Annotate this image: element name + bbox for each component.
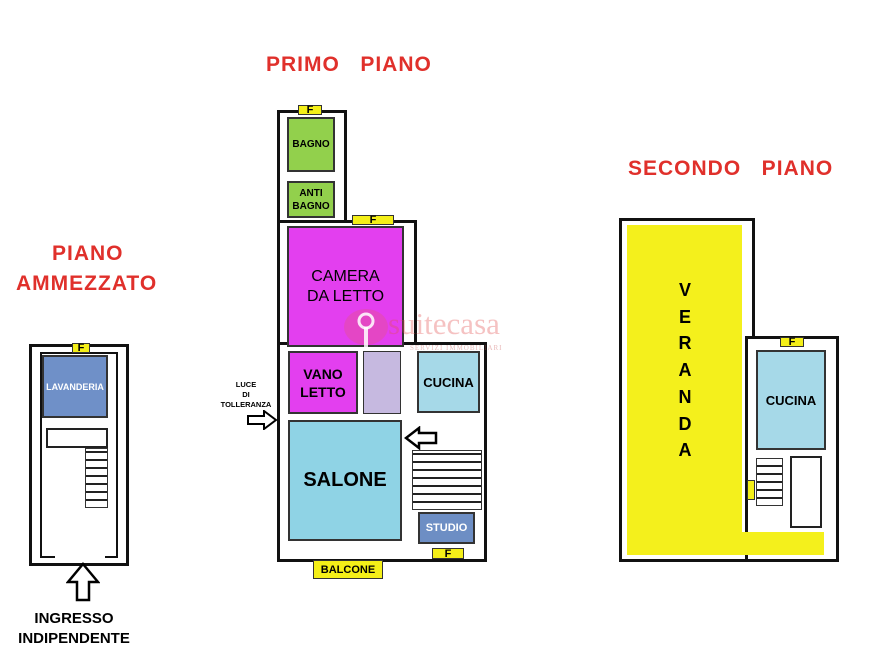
room-cucina-primo-label: CUCINA bbox=[423, 374, 474, 390]
room-cucina-secondo: CUCINA bbox=[756, 350, 826, 450]
room-vano-letto-label: VANO LETTO bbox=[300, 365, 346, 400]
ammezzato-door-opening bbox=[55, 556, 105, 562]
stairs-secondo bbox=[756, 458, 783, 506]
corridor-primo bbox=[363, 351, 401, 414]
title-primo-piano: PRIMO PIANO bbox=[266, 53, 432, 76]
ammezzato-stair-landing bbox=[46, 428, 108, 448]
stairs-primo bbox=[412, 450, 482, 510]
title-piano-ammezzato-line1: PIANO bbox=[52, 242, 124, 265]
room-veranda bbox=[627, 225, 742, 555]
room-lavanderia: LAVANDERIA bbox=[42, 355, 108, 418]
window-mark-lavanderia: F bbox=[72, 342, 90, 354]
ingresso-label: INGRESSO INDIPENDENTE bbox=[18, 610, 130, 647]
balcone: BALCONE bbox=[313, 560, 383, 579]
watermark-key-icon bbox=[344, 309, 388, 347]
room-antibagno-label: ANTI BAGNO bbox=[292, 187, 330, 212]
ingresso-arrow-icon bbox=[66, 562, 100, 602]
watermark-brand: suitecasa bbox=[388, 306, 500, 341]
room-bagno-label: BAGNO bbox=[292, 139, 330, 150]
luce-arrow-icon bbox=[247, 410, 278, 430]
balcone-label: BALCONE bbox=[320, 563, 376, 576]
room-studio: STUDIO bbox=[418, 512, 475, 544]
room-veranda-label: V E R A N D A bbox=[678, 280, 692, 461]
stairs-ammezzato bbox=[85, 448, 108, 508]
room-cucina-primo: CUCINA bbox=[417, 351, 480, 413]
room-cucina-secondo-label: CUCINA bbox=[765, 392, 817, 408]
window-mark-veranda-side bbox=[747, 480, 755, 500]
room-camera-da-letto: CAMERA DA LETTO bbox=[287, 226, 404, 347]
window-mark-cucina-secondo: F bbox=[780, 336, 804, 348]
room-camera-label: CAMERA DA LETTO bbox=[306, 267, 385, 305]
room-vano-letto: VANO LETTO bbox=[288, 351, 358, 414]
room-studio-label: STUDIO bbox=[425, 522, 468, 534]
room-veranda-extension bbox=[730, 532, 824, 555]
room-lavanderia-label: LAVANDERIA bbox=[46, 381, 104, 392]
room-salone-label: SALONE bbox=[303, 469, 387, 491]
luce-label: LUCE DI TOLLERANZA bbox=[220, 380, 272, 409]
window-mark-studio: F bbox=[432, 548, 464, 560]
room-antibagno: ANTI BAGNO bbox=[287, 181, 335, 218]
title-piano-ammezzato-line2: AMMEZZATO bbox=[16, 272, 158, 295]
room-bagno: BAGNO bbox=[287, 117, 335, 172]
watermark-tagline: SERVIZI IMMOBILIARI bbox=[410, 344, 503, 352]
window-mark-camera: F bbox=[352, 214, 394, 226]
stairs-arrow-icon bbox=[404, 426, 438, 450]
window-mark-bagno: F bbox=[298, 104, 322, 116]
secondo-stair-box bbox=[790, 456, 822, 528]
title-secondo-piano: SECONDO PIANO bbox=[628, 157, 834, 180]
room-salone: SALONE bbox=[288, 420, 402, 541]
